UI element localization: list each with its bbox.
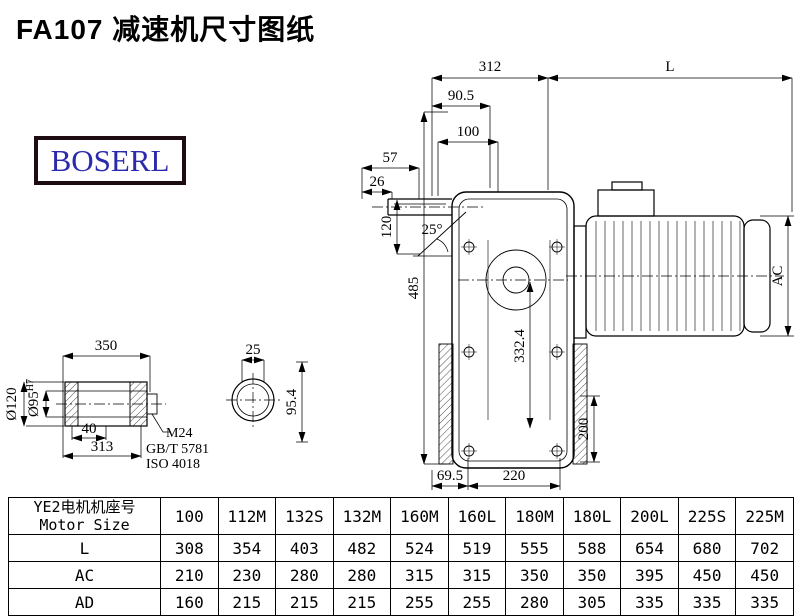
table-cell: 335 (620, 588, 679, 616)
dim-26: 26 (370, 174, 386, 190)
housing-flange-hatching (438, 343, 588, 465)
motor-size-table: YE2电机机座号 Motor Size 100 112M 132S 132M 1… (8, 497, 794, 616)
table-row-AC: AC 210 230 280 280 315 315 350 350 395 4… (8, 561, 794, 589)
motor-outline (573, 181, 771, 339)
table-cell: 230 (217, 561, 277, 589)
dimension-texts: 312 L 90.5 100 57 26 120 25° 485 332.4 A… (4, 59, 786, 484)
dim-dia-120: Ø120 (4, 387, 20, 420)
page-title: FA107 减速机尺寸图纸 (16, 14, 316, 45)
dim-332-4: 332.4 (512, 329, 528, 363)
table-cell: 280 (275, 561, 334, 589)
table-row-AD: AD 160 215 215 215 255 255 280 305 335 3… (8, 588, 794, 616)
table-cell: 555 (505, 534, 564, 562)
table-cell: 160 (160, 588, 219, 616)
dim-120: 120 (379, 216, 395, 239)
row-label: AD (8, 588, 161, 616)
dia-95-tolerance: H7 (25, 379, 36, 391)
table-cell: 308 (160, 534, 219, 562)
size-column-header: 112M (217, 497, 277, 535)
dim-57: 57 (383, 150, 399, 166)
dim-L: L (665, 59, 674, 75)
dimension-drawing: 312 L 90.5 100 57 26 120 25° 485 332.4 A… (4, 59, 794, 490)
table-cell: 702 (735, 534, 794, 562)
dim-90-5: 90.5 (448, 88, 474, 104)
table-row-L: L 308 354 403 482 524 519 555 588 654 68… (8, 534, 794, 562)
dim-25: 25 (246, 342, 261, 358)
table-cell: 210 (160, 561, 219, 589)
table-cell: 654 (620, 534, 679, 562)
size-column-header: 225S (677, 497, 737, 535)
table-cell: 255 (390, 588, 449, 616)
table-cell: 215 (217, 588, 277, 616)
size-column-header: 160M (390, 497, 449, 535)
size-column-header: 225M (735, 497, 794, 535)
note-m24: M24 (166, 426, 192, 441)
table-cell: 335 (677, 588, 737, 616)
dim-200: 200 (576, 418, 592, 441)
dim-220: 220 (503, 468, 526, 484)
table-cell: 450 (735, 561, 794, 589)
size-column-header: 180M (505, 497, 564, 535)
table-cell: 215 (275, 588, 334, 616)
size-column-header: 132M (332, 497, 392, 535)
table-header-row: YE2电机机座号 Motor Size 100 112M 132S 132M 1… (8, 497, 794, 535)
boserl-logo: BOSERL (34, 136, 186, 185)
dia-95-value: Ø95 (26, 391, 42, 417)
dim-95-4: 95.4 (284, 388, 300, 415)
boserl-logo-text: BOSERL (50, 142, 170, 178)
bolt-holes (461, 239, 565, 459)
table-cell: 354 (217, 534, 277, 562)
note-gbt-5781: GB/T 5781 (146, 442, 209, 457)
header-motor-size: YE2电机机座号 Motor Size (8, 497, 161, 535)
dim-350: 350 (95, 338, 118, 354)
table-cell: 588 (562, 534, 622, 562)
table-cell: 315 (390, 561, 449, 589)
row-label: L (8, 534, 161, 562)
table-cell: 305 (562, 588, 622, 616)
header-motor-size-en: Motor Size (39, 516, 130, 534)
table-cell: 524 (390, 534, 449, 562)
dimension-lines (20, 74, 794, 490)
table-cell: 255 (447, 588, 507, 616)
table-cell: 350 (505, 561, 564, 589)
dim-485: 485 (406, 277, 422, 300)
dim-312: 312 (479, 59, 502, 75)
table-cell: 403 (275, 534, 334, 562)
table-cell: 350 (562, 561, 622, 589)
table-cell: 280 (332, 561, 392, 589)
table-cell: 280 (505, 588, 564, 616)
note-iso-4018: ISO 4018 (146, 457, 200, 472)
table-cell: 680 (677, 534, 737, 562)
dim-dia-95-h7: Ø95H7 (25, 379, 42, 417)
table-cell: 315 (447, 561, 507, 589)
row-label: AC (8, 561, 161, 589)
header-motor-size-cn: YE2电机机座号 (33, 498, 136, 517)
dim-100: 100 (457, 124, 480, 140)
size-column-header: 132S (275, 497, 334, 535)
dim-40: 40 (82, 421, 97, 437)
table-cell: 335 (735, 588, 794, 616)
size-column-header: 200L (620, 497, 679, 535)
dim-25-degrees: 25° (422, 222, 443, 238)
dim-313: 313 (91, 439, 114, 455)
dim-AC: AC (770, 266, 786, 287)
table-cell: 450 (677, 561, 737, 589)
table-cell: 519 (447, 534, 507, 562)
size-column-header: 160L (447, 497, 507, 535)
table-cell: 215 (332, 588, 392, 616)
table-cell: 482 (332, 534, 392, 562)
table-cell: 395 (620, 561, 679, 589)
size-column-header: 180L (562, 497, 622, 535)
dim-69-5: 69.5 (437, 468, 463, 484)
size-column-header: 100 (160, 497, 219, 535)
